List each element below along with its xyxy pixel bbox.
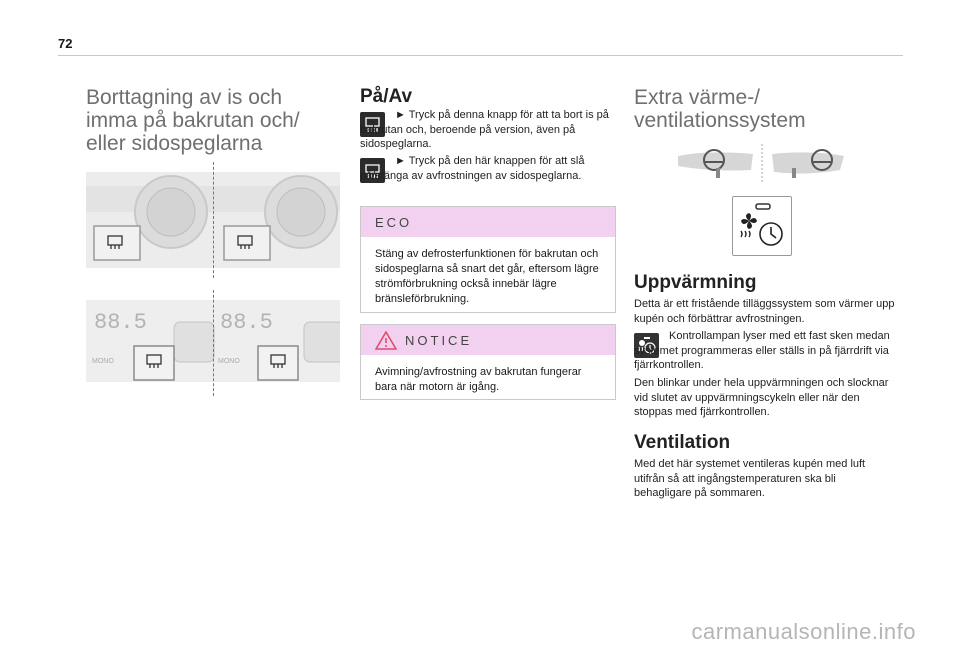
left-heading-line-1: Borttagning av is och bbox=[86, 86, 283, 109]
eco-box: ECO Stäng av defrosterfunktionen för bak… bbox=[360, 206, 616, 313]
mirror-defrost-text: ► Tryck på den här knappen för att slå p… bbox=[360, 155, 585, 182]
right-heading: Extra värme-/ ventilationssystem bbox=[634, 86, 904, 132]
warning-triangle-icon bbox=[375, 330, 397, 350]
eco-body: Stäng av defrosterfunktionen för bakruta… bbox=[375, 248, 599, 305]
mirror-defrost-icon bbox=[360, 158, 385, 183]
dashboard-illustration bbox=[678, 144, 844, 184]
eco-header: ECO bbox=[361, 207, 615, 237]
notice-title: NOTICE bbox=[405, 332, 473, 348]
auxiliary-heater-indicator-icon bbox=[732, 196, 792, 256]
notice-body: Avimning/avfrostning av bakrutan fungera… bbox=[375, 366, 582, 393]
left-heading-line-3: eller sidospeglarna bbox=[86, 132, 263, 155]
notice-box: NOTICE Avimning/avfrostning av bakrutan … bbox=[360, 324, 616, 400]
ventilation-heading: Ventilation bbox=[634, 432, 731, 453]
photo-divider-bottom bbox=[213, 290, 214, 396]
heating-paragraph-1: Detta är ett fristående tilläggssystem s… bbox=[634, 298, 895, 325]
heating-heading: Uppvärmning bbox=[634, 272, 757, 293]
heating-paragraph-3: Den blinkar under hela uppvärmningen och… bbox=[634, 377, 889, 418]
ventilation-paragraph: Med det här systemet ventileras kupén me… bbox=[634, 458, 866, 499]
left-heading: Borttagning av is och imma på bakrutan o… bbox=[86, 86, 346, 155]
display-readout-a: 88.5 bbox=[94, 310, 147, 335]
watermark: carmanualsonline.info bbox=[691, 619, 916, 644]
rear-defrost-icon bbox=[360, 112, 385, 137]
side-mirror-defrost-icon bbox=[365, 164, 380, 179]
rear-window-defrost-icon bbox=[365, 117, 380, 132]
fan-timer-small-icon bbox=[638, 337, 656, 354]
rear-defrost-text: ► Tryck på denna knapp för att ta bort i… bbox=[360, 109, 609, 150]
display-readout-b: 88.5 bbox=[220, 310, 273, 335]
mono-label-a: MONO bbox=[92, 358, 114, 365]
mono-label-b: MONO bbox=[218, 358, 240, 365]
page-number: 72 bbox=[58, 36, 73, 51]
fan-timer-icon bbox=[740, 203, 783, 246]
on-off-heading: På/Av bbox=[360, 86, 413, 107]
photo-divider-top bbox=[213, 162, 214, 278]
notice-header: NOTICE bbox=[361, 325, 615, 355]
top-rule bbox=[58, 55, 903, 56]
eco-title: ECO bbox=[375, 214, 413, 230]
heater-indicator-small-icon bbox=[634, 333, 659, 358]
left-heading-line-2: imma på bakrutan och/ bbox=[86, 109, 300, 132]
heating-paragraph-2: Kontrollampan lyser med ett fast sken me… bbox=[634, 330, 890, 371]
right-heading-line-2: ventilationssystem bbox=[634, 109, 806, 132]
right-heading-line-1: Extra värme-/ bbox=[634, 86, 761, 109]
